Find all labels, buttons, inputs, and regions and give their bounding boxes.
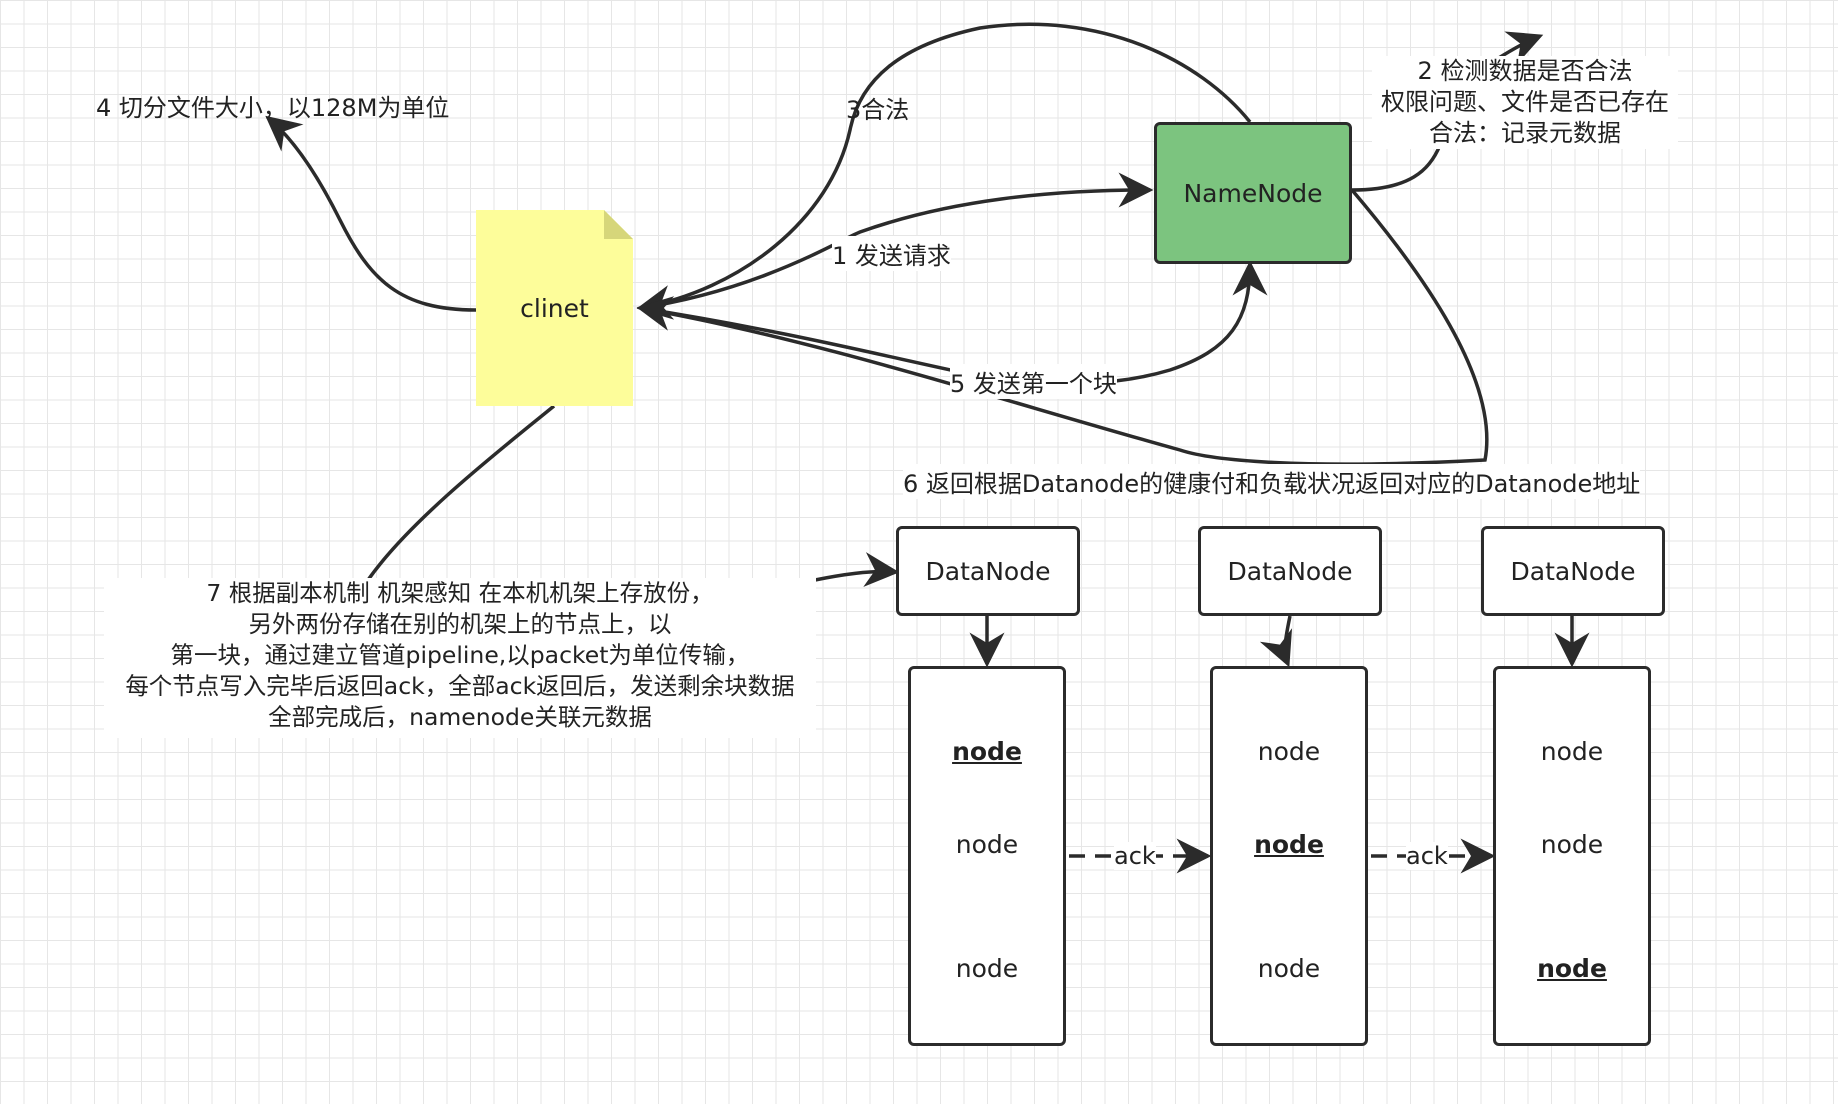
datanode-label: DataNode <box>925 556 1051 586</box>
client-label: clinet <box>520 293 589 323</box>
namenode-box[interactable]: NameNode <box>1154 122 1352 264</box>
datanode-label: DataNode <box>1510 556 1636 586</box>
step5-label: 5 发送第一个块 <box>950 364 1117 399</box>
storage-box-2: node node node <box>1210 666 1368 1046</box>
step7-note: 7 根据副本机制 机架感知 在本机机架上存放份， 另外两份存储在别的机架上的节点… <box>104 578 816 738</box>
client-note[interactable]: clinet <box>476 210 633 406</box>
step6-label: 6 返回根据Datanode的健康付和负载状况返回对应的Datanode地址 <box>903 464 1641 499</box>
arrow-first-block <box>639 260 1268 386</box>
storage-box-3: node node node <box>1493 666 1651 1046</box>
block-node: node <box>1254 830 1324 859</box>
datanode-box-1[interactable]: DataNode <box>896 526 1080 616</box>
datanode-box-2[interactable]: DataNode <box>1198 526 1382 616</box>
arrow-request <box>639 172 1154 310</box>
step2-line: 权限问题、文件是否已存在 <box>1381 88 1669 116</box>
step2-line: 合法：记录元数据 <box>1429 119 1621 147</box>
step1-label: 1 发送请求 <box>832 236 951 271</box>
step7-line: 7 根据副本机制 机架感知 在本机机架上存放份， <box>206 579 714 607</box>
step7-line: 第一块，通过建立管道pipeline,以packet为单位传输， <box>170 641 750 669</box>
block-node: node <box>955 830 1019 859</box>
ack-label: ack <box>1406 842 1448 870</box>
step2-line: 2 检测数据是否合法 <box>1417 57 1633 85</box>
datanode-label: DataNode <box>1227 556 1353 586</box>
step7-line: 每个节点写入完毕后返回ack，全部ack返回后，发送剩余块数据 <box>125 672 795 700</box>
arrow-return-address <box>636 188 1489 466</box>
step2-note: 2 检测数据是否合法 权限问题、文件是否已存在 合法：记录元数据 <box>1372 56 1678 149</box>
block-node: node <box>1540 830 1604 859</box>
step4-label: 4 切分文件大小，以128M为单位 <box>96 94 450 122</box>
block-node: node <box>1537 954 1607 983</box>
block-node: node <box>1540 737 1604 766</box>
step7-line: 另外两份存储在别的机架上的节点上，以 <box>248 610 672 638</box>
ack-label: ack <box>1114 842 1156 870</box>
arrow-split <box>265 115 477 312</box>
datanode-box-3[interactable]: DataNode <box>1481 526 1665 616</box>
block-node: node <box>952 737 1022 766</box>
namenode-label: NameNode <box>1183 178 1323 208</box>
arrow-replica <box>366 404 556 582</box>
storage-box-1: node node node <box>908 666 1066 1046</box>
block-node: node <box>955 954 1019 983</box>
arrow-to-datanode <box>814 552 900 588</box>
block-node: node <box>1257 954 1321 983</box>
step3-label: 3合法 <box>846 96 910 124</box>
step7-line: 全部完成后，namenode关联元数据 <box>268 703 652 731</box>
arrow-legal <box>636 22 1252 320</box>
arrow-dn2-store <box>1259 615 1293 668</box>
block-node: node <box>1257 737 1321 766</box>
